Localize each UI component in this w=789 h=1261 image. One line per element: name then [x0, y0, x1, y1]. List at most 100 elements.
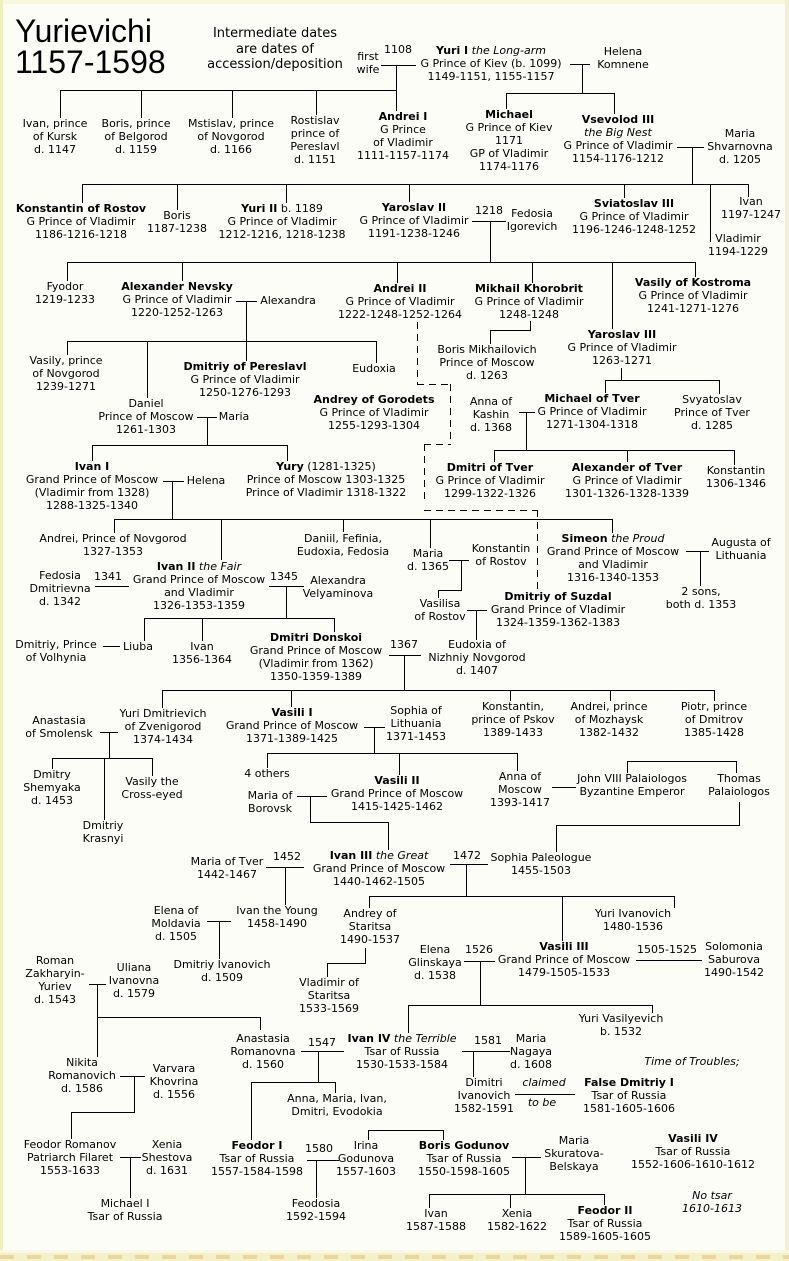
s-dmitri-donskoi [334, 618, 335, 632]
m-yuri-i-helena [570, 64, 590, 65]
year-1547: 1547 [308, 1036, 336, 1049]
year-1505-1525: 1505-1525 [637, 943, 697, 956]
page-border-bottom [0, 1250, 789, 1261]
r-1526 [480, 961, 481, 1006]
note-claimed: claimed [522, 1076, 566, 1089]
liuba: Liuba [123, 640, 153, 653]
note-time-of-troubles: Time of Troubles; [644, 1055, 740, 1068]
k-vladimir-staritsa-3 [327, 963, 328, 977]
d-andrei-ii-6 [424, 510, 538, 511]
r-firstwife [396, 65, 397, 91]
s-ivan-iv [408, 1005, 409, 1033]
s-xenia-1582 [510, 1194, 511, 1208]
s-ivan-1356 [202, 618, 203, 641]
d-andrei-ii-7 [537, 510, 538, 591]
r-1367 [404, 655, 405, 691]
k-ivan-iii-2 [310, 822, 389, 823]
chart-note-line2: are dates of [236, 41, 314, 57]
d-andrei-ii-3 [450, 384, 451, 445]
bar-palaiologos [627, 761, 737, 762]
k-sophia-pal-2 [556, 825, 740, 826]
k-vladimir-staritsa-2 [327, 963, 366, 964]
m-1472 [450, 864, 488, 865]
two-sons: 2 sons,both d. 1353 [665, 585, 737, 611]
page-border-left [0, 0, 3, 1261]
s-dmitri-tver [494, 450, 495, 462]
m-vsevolod-maria [677, 147, 704, 148]
s-yuri-vasilyevich [652, 1005, 653, 1013]
m-1580 [307, 1160, 339, 1161]
s-vasili-iii [562, 896, 563, 941]
r-vasili-i-sophia [374, 727, 375, 754]
bar-yuri-zven-children [52, 758, 153, 759]
r-roman-uliana [97, 984, 98, 1018]
r-boris-maria-sk [525, 1157, 526, 1195]
chart-title-line2: 1157-1598 [15, 44, 166, 80]
s-dmitriy-krasnyi [104, 758, 105, 820]
s-michael-kiev [506, 93, 507, 109]
s-ivan-i [92, 445, 93, 461]
chart-note-line1: Intermediate dates [212, 26, 338, 41]
r-yuri-i-helena [582, 64, 583, 94]
s-ivan-ii [221, 519, 222, 560]
r-1547 [318, 1051, 319, 1083]
s-mstislav [232, 90, 233, 118]
r-nevsky-alexandra [246, 301, 247, 342]
s-anastasia-rom [260, 1017, 261, 1030]
bar-michael-tver-children [494, 450, 735, 451]
s-svyatoslav-tver [719, 380, 720, 394]
k-ivan-iii-1 [310, 796, 311, 823]
r-dmitriy-1509 [219, 921, 220, 959]
k-boris-mikh-2 [490, 330, 531, 331]
s-daniil-fefinia [343, 519, 344, 532]
chart-note: Intermediate dates are dates of accessio… [207, 26, 343, 73]
m-ivan-i-helena [163, 481, 184, 482]
s-fyodor [67, 262, 68, 281]
s-konstantin-1306 [734, 450, 735, 465]
year-1526: 1526 [465, 943, 493, 956]
year-1345: 1345 [270, 570, 298, 583]
bar-boris-children [429, 1194, 605, 1195]
k-vasilisa-1 [461, 560, 462, 591]
s-daniel [147, 341, 148, 398]
m-simeon-augusta [686, 551, 709, 552]
r-two-sons [700, 551, 701, 586]
year-1218: 1218 [475, 204, 503, 217]
m-vasilisa-dmitriy-suzdal [467, 610, 487, 611]
year-1581: 1581 [474, 1034, 502, 1047]
